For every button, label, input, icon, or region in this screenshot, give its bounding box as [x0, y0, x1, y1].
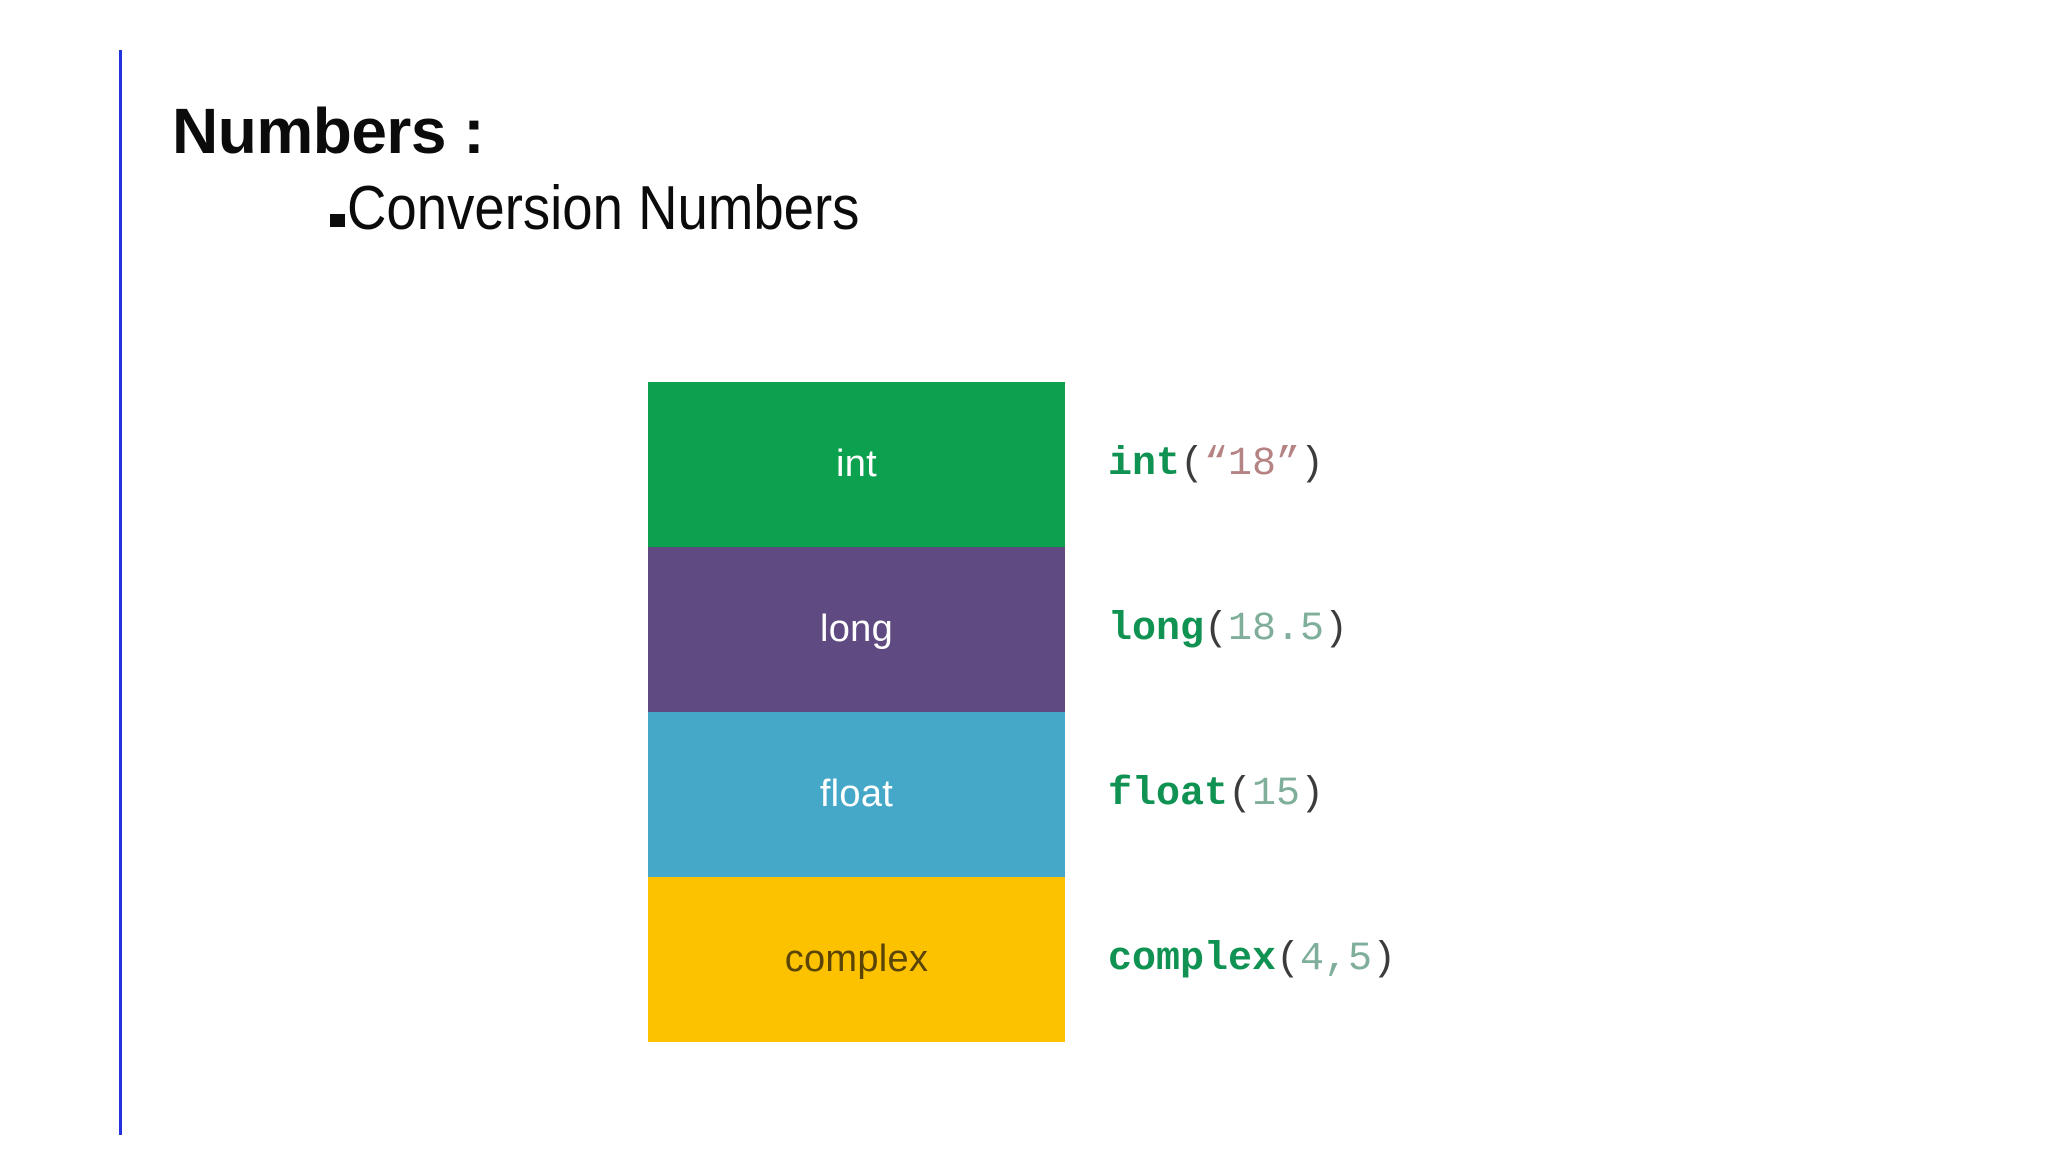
code-close-paren: ) [1300, 441, 1325, 487]
code-function-name: long [1108, 606, 1205, 652]
number-types-figure: int long float complex int(“18”) long(18… [640, 372, 1400, 1054]
type-block-label: long [819, 608, 894, 650]
code-argument: 15 [1252, 771, 1301, 817]
page-subtitle: Conversion Numbers [347, 174, 860, 243]
code-argument: 18.5 [1228, 606, 1325, 652]
type-block-label: float [819, 773, 894, 815]
page-title: Numbers : [172, 95, 485, 167]
left-accent-rule [119, 50, 122, 1135]
code-snippet: long(18.5) [1108, 606, 1349, 652]
code-snippet: int(“18”) [1108, 441, 1325, 487]
code-close-paren: ) [1372, 936, 1397, 982]
type-color-stack: int long float complex [648, 382, 1065, 1042]
code-argument: “18” [1204, 441, 1301, 487]
code-snippet: float(15) [1108, 771, 1325, 817]
code-close-paren: ) [1324, 606, 1349, 652]
type-block-long: long [648, 547, 1065, 712]
title-block: Numbers : Conversion Numbers [172, 96, 1572, 244]
type-block-int: int [648, 382, 1065, 547]
code-function-name: complex [1108, 936, 1277, 982]
code-function-name: float [1108, 771, 1229, 817]
subtitle-row: Conversion Numbers [172, 174, 1572, 244]
type-block-label: complex [784, 938, 929, 980]
code-open-paren: ( [1204, 606, 1229, 652]
code-example-float: float(15) [1108, 712, 1398, 877]
code-open-paren: ( [1180, 441, 1205, 487]
code-open-paren: ( [1228, 771, 1253, 817]
code-close-paren: ) [1300, 771, 1325, 817]
code-open-paren: ( [1276, 936, 1301, 982]
type-block-label: int [835, 443, 878, 485]
code-example-int: int(“18”) [1108, 382, 1398, 547]
type-block-complex: complex [648, 877, 1065, 1042]
code-snippet: complex(4,5) [1108, 936, 1397, 982]
code-example-column: int(“18”) long(18.5) float(15) complex(4… [1108, 382, 1398, 1042]
code-example-long: long(18.5) [1108, 547, 1398, 712]
type-block-float: float [648, 712, 1065, 877]
code-function-name: int [1108, 441, 1181, 487]
code-argument: 4,5 [1300, 936, 1373, 982]
square-bullet-icon [330, 214, 345, 227]
code-example-complex: complex(4,5) [1108, 877, 1398, 1042]
